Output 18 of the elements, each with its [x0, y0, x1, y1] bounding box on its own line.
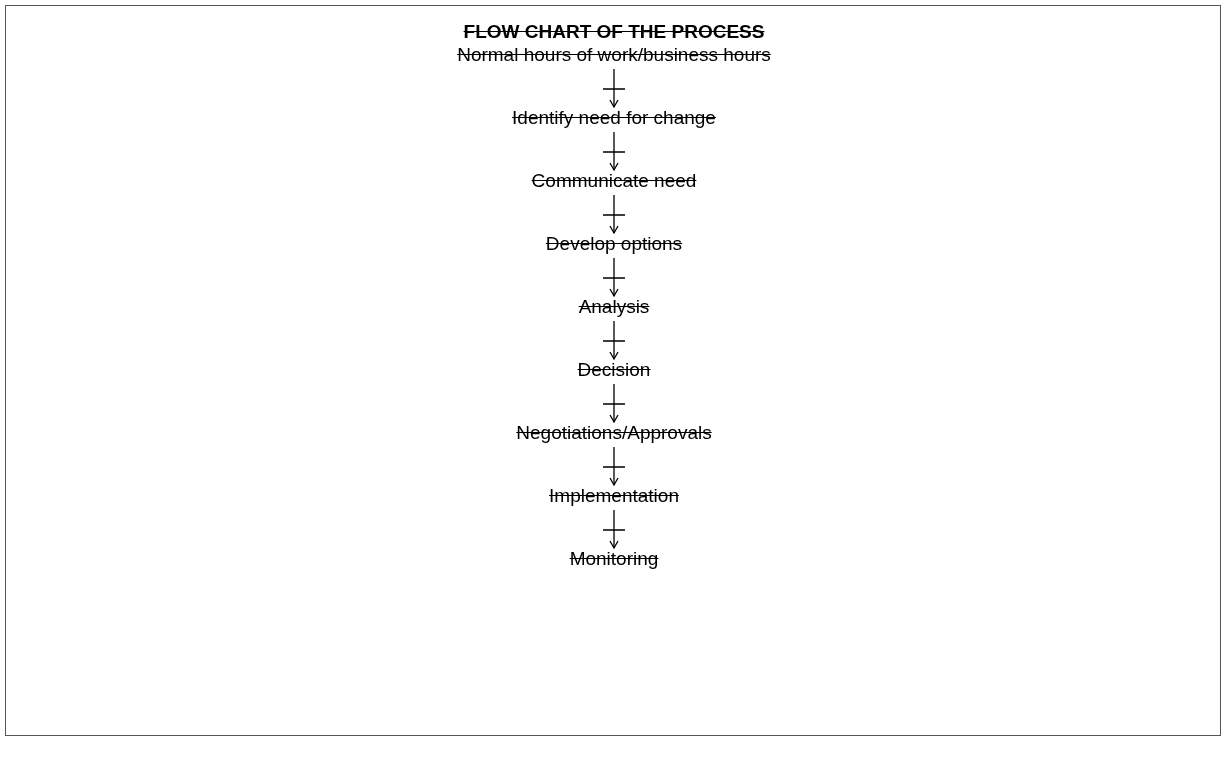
process-step: Decision: [577, 358, 651, 382]
arrow: [602, 446, 626, 486]
process-step: Identify need for change: [512, 106, 716, 130]
arrow: [602, 131, 626, 171]
process-step: Monitoring: [569, 547, 659, 571]
arrow: [602, 383, 626, 423]
process-step: Negotiations/Approvals: [516, 421, 712, 445]
process-step: Communicate need: [531, 169, 697, 193]
arrow: [602, 509, 626, 549]
process-step: Implementation: [549, 484, 679, 508]
process-step: Normal hours of work/business hours: [457, 43, 771, 67]
arrow: [602, 194, 626, 234]
chart-title: FLOW CHART OF THE PROCESS: [463, 21, 765, 42]
process-step: Develop options: [545, 232, 683, 256]
arrow: [602, 320, 626, 360]
process-step: Analysis: [578, 295, 650, 319]
arrow: [602, 68, 626, 108]
arrow: [602, 257, 626, 297]
